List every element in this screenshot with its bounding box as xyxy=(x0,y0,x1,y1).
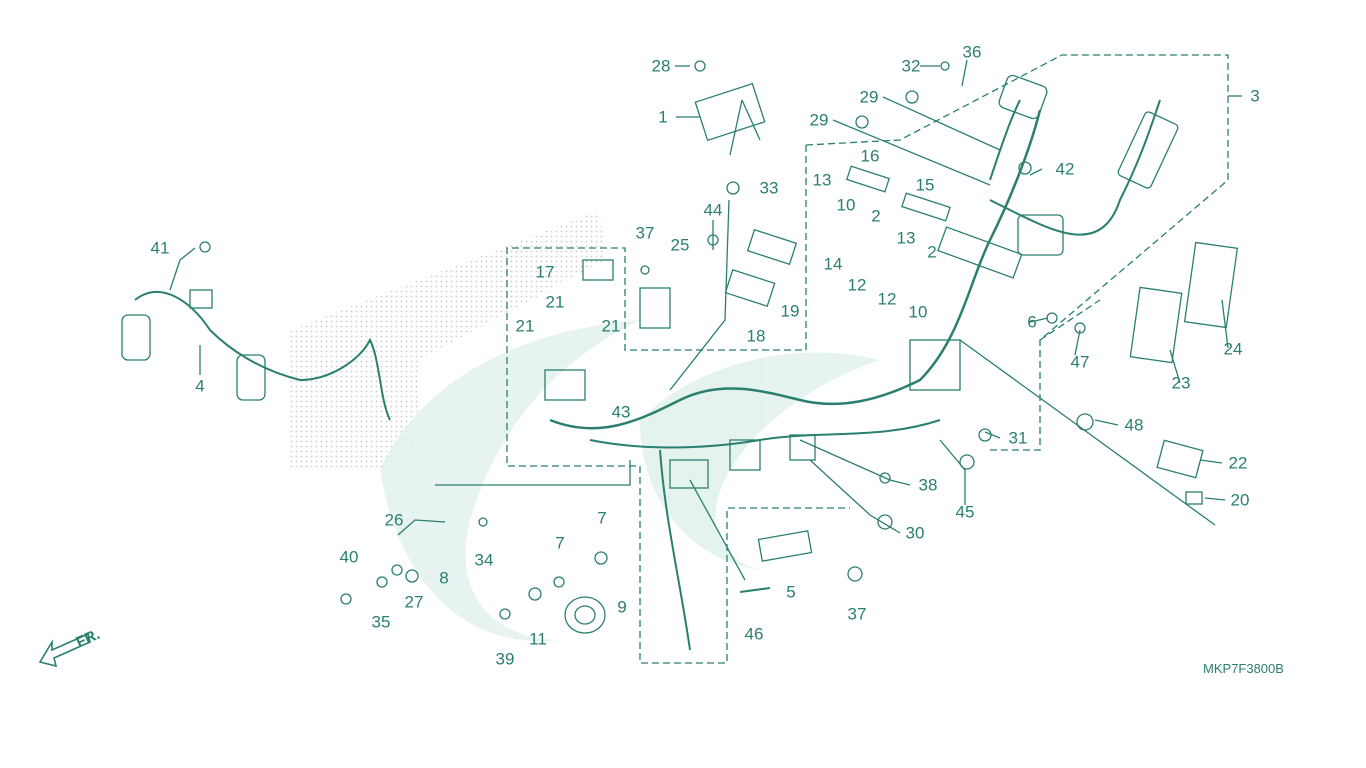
callout-label-c14: 14 xyxy=(823,254,843,274)
callout-label-c38: 38 xyxy=(918,475,938,495)
callout-label-c35: 35 xyxy=(371,612,391,632)
callout-label-c40: 40 xyxy=(339,547,359,567)
callout-label-c46: 46 xyxy=(744,624,764,644)
callout-label-c28: 28 xyxy=(651,56,671,76)
callout-label-c2b: 2 xyxy=(927,242,937,262)
dashed-group-box-main xyxy=(506,145,850,664)
callout-label-c7b: 7 xyxy=(597,508,607,528)
callout-label-c36: 36 xyxy=(962,42,982,62)
callout-label-c41: 41 xyxy=(150,238,170,258)
callout-label-c37b: 37 xyxy=(847,604,867,624)
nut-part-33 xyxy=(726,181,740,195)
callout-label-c4: 4 xyxy=(195,376,205,396)
callout-label-c24: 24 xyxy=(1223,339,1243,359)
callout-label-c31: 31 xyxy=(1008,428,1028,448)
callout-label-c8: 8 xyxy=(439,568,449,588)
callout-label-c15: 15 xyxy=(915,175,935,195)
callout-label-c45: 45 xyxy=(955,502,975,522)
callout-label-c12b: 12 xyxy=(877,289,897,309)
relay-part-18 xyxy=(724,268,776,308)
callout-label-c23: 23 xyxy=(1171,373,1191,393)
callout-label-c29b: 29 xyxy=(809,110,829,130)
callout-label-c39: 39 xyxy=(495,649,515,669)
fuse-part-20 xyxy=(1185,491,1203,505)
callout-label-c7a: 7 xyxy=(555,533,565,553)
callout-label-c27: 27 xyxy=(404,592,424,612)
callout-label-c25: 25 xyxy=(670,235,690,255)
wire-harness-part-3 xyxy=(549,109,1042,430)
callout-label-c26: 26 xyxy=(384,510,404,530)
callout-label-c10a: 10 xyxy=(836,195,856,215)
callout-label-c5: 5 xyxy=(786,582,796,602)
callout-label-c16: 16 xyxy=(860,146,880,166)
control-unit-part-23 xyxy=(1129,286,1183,364)
callout-label-c6: 6 xyxy=(1027,312,1037,332)
callout-label-c9: 9 xyxy=(617,597,627,617)
callout-label-c13a: 13 xyxy=(812,170,832,190)
control-unit-part-24 xyxy=(1183,241,1239,329)
horn-part-9 xyxy=(564,596,606,634)
callout-label-c1: 1 xyxy=(658,107,668,127)
callout-label-c47: 47 xyxy=(1070,352,1090,372)
callout-label-c12a: 12 xyxy=(847,275,867,295)
callout-label-c20: 20 xyxy=(1230,490,1250,510)
watermark-logo xyxy=(380,320,880,642)
callout-label-c11: 11 xyxy=(529,629,547,649)
callout-label-c32: 32 xyxy=(901,56,921,76)
relay-part-19 xyxy=(746,228,798,266)
callout-label-c19: 19 xyxy=(780,301,800,321)
fuse-box-part-15 xyxy=(901,192,951,222)
callout-label-c17: 17 xyxy=(535,262,555,282)
stipple-background xyxy=(290,210,605,470)
callout-label-c22: 22 xyxy=(1228,453,1248,473)
callout-label-c2a: 2 xyxy=(871,206,881,226)
callout-label-c30: 30 xyxy=(905,523,925,543)
wire-harness-part-4 xyxy=(134,290,391,421)
callout-label-c13b: 13 xyxy=(896,228,916,248)
drawing-code: MKP7F3800B xyxy=(1203,661,1284,676)
bolt-part-28 xyxy=(694,60,706,72)
callout-label-c37a: 37 xyxy=(635,223,655,243)
relay-part-17 xyxy=(582,259,614,281)
diagram-lines xyxy=(121,54,1242,664)
callout-label-c3: 3 xyxy=(1250,86,1260,106)
front-direction-arrow xyxy=(38,632,91,668)
callout-label-c10b: 10 xyxy=(908,302,928,322)
callout-label-c29a: 29 xyxy=(859,87,879,107)
callout-label-c21c: 21 xyxy=(601,316,621,336)
callout-label-c21a: 21 xyxy=(545,292,565,312)
bracket-part-5 xyxy=(757,530,813,562)
dashed-group-box-harness xyxy=(805,54,1229,451)
callout-label-c43: 43 xyxy=(611,402,631,422)
callout-label-c48: 48 xyxy=(1124,415,1144,435)
callout-label-c21b: 21 xyxy=(515,316,535,336)
callout-label-c42: 42 xyxy=(1055,159,1075,179)
fuse-box-part-16 xyxy=(845,165,891,193)
callout-label-c44: 44 xyxy=(703,200,723,220)
callout-label-c33: 33 xyxy=(759,178,779,198)
relay-part-22 xyxy=(1156,439,1204,479)
callout-label-c18: 18 xyxy=(746,326,766,346)
bracket-part-25 xyxy=(639,287,671,329)
ecu-module-part-1 xyxy=(694,82,766,142)
callout-label-c34: 34 xyxy=(474,550,494,570)
